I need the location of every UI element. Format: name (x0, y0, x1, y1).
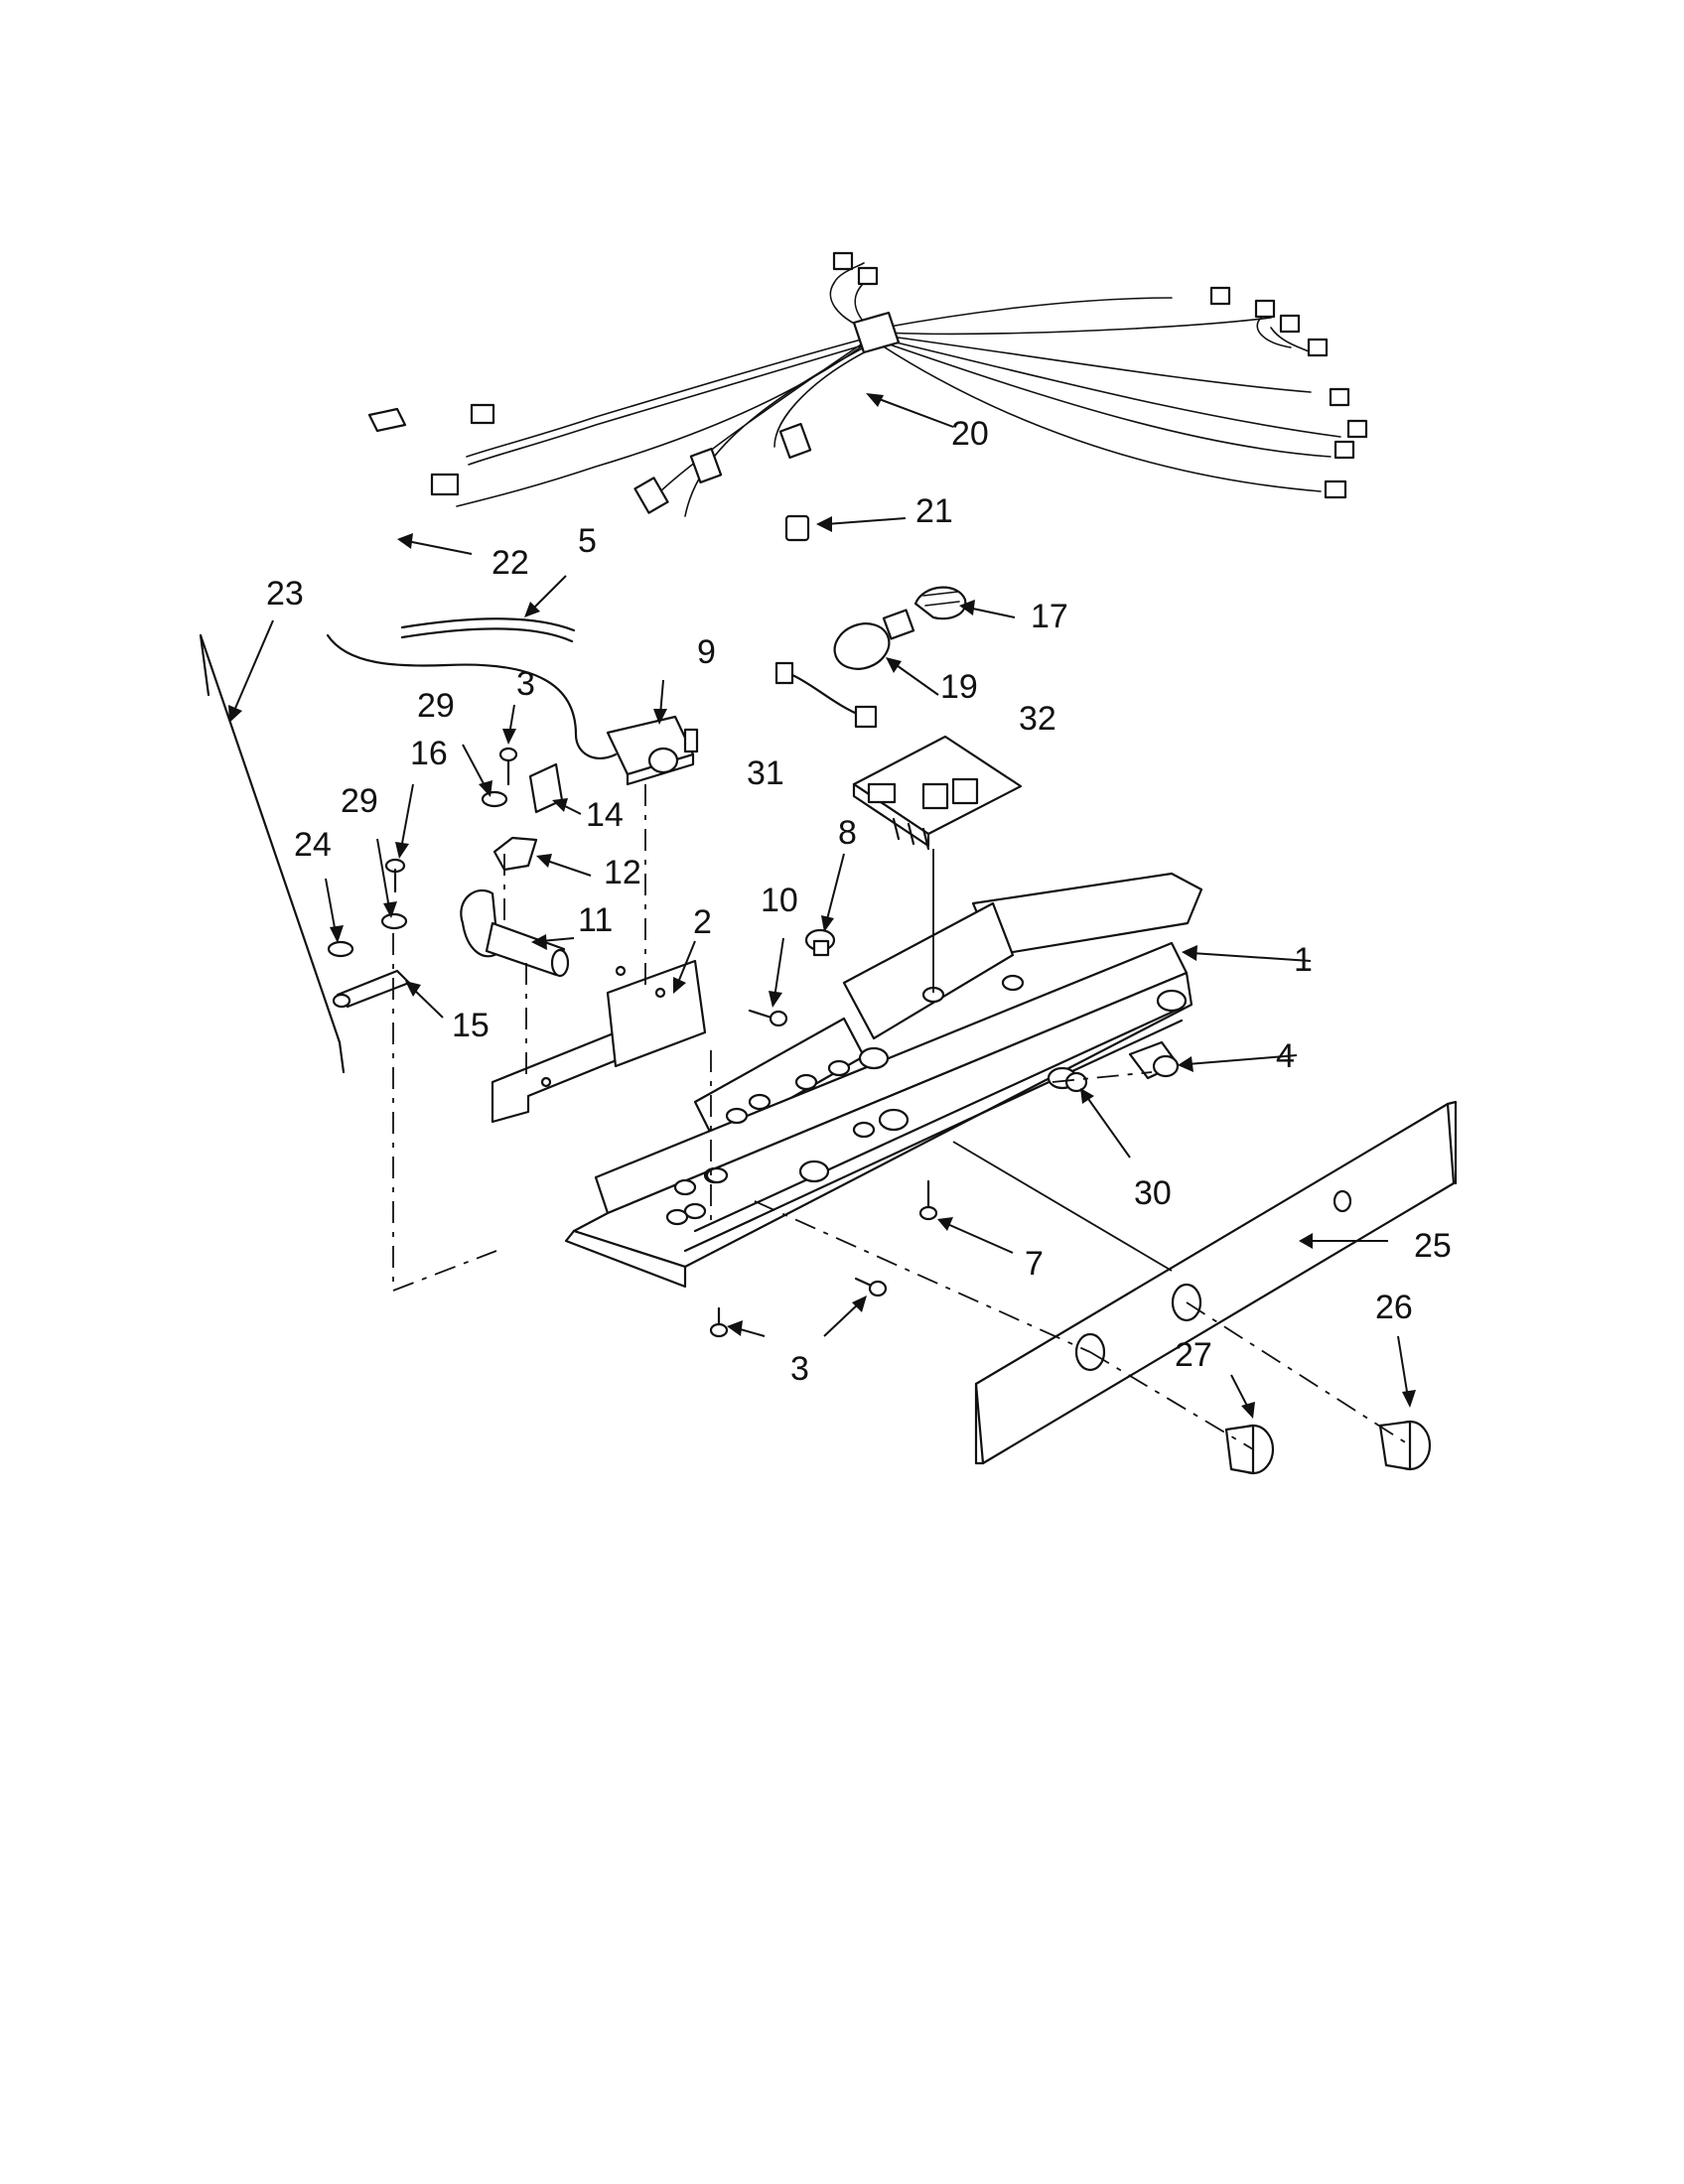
wire-harness (430, 251, 1368, 517)
callout-arrows (228, 393, 1416, 1419)
callout-31: 31 (747, 754, 784, 792)
callout-11: 11 (578, 901, 613, 939)
part-2-bracket (491, 959, 707, 1124)
callout-19: 19 (940, 668, 978, 706)
part-3-screw-top (498, 747, 518, 786)
callout-29b: 29 (341, 782, 378, 820)
part-19-bulb (833, 609, 915, 670)
part-10-screw (748, 1009, 788, 1027)
callout-10: 10 (761, 882, 798, 919)
assembly-lines (392, 784, 1411, 1450)
callout-3b: 3 (790, 1350, 809, 1388)
part-4-switch (1128, 1040, 1180, 1080)
part-1-control-housing (564, 872, 1203, 1289)
callout-8: 8 (838, 814, 857, 852)
callout-4: 4 (1276, 1037, 1295, 1075)
part-31-wire-lead (774, 661, 878, 729)
callout-7: 7 (1025, 1245, 1044, 1283)
callout-23: 23 (266, 575, 304, 613)
callout-26: 26 (1375, 1289, 1413, 1326)
part-24-washer (327, 940, 354, 958)
part-26-knob (1378, 1420, 1432, 1471)
callout-25: 25 (1414, 1227, 1452, 1265)
part-15-arm (332, 969, 411, 1009)
callout-20: 20 (951, 415, 989, 453)
callout-22: 22 (491, 544, 529, 582)
part-29-washer-a (481, 790, 508, 808)
part-25-front-panel (974, 1100, 1458, 1465)
part-21-clip (784, 514, 810, 542)
part-9-thermostat (326, 633, 699, 786)
callout-21: 21 (915, 492, 953, 530)
part-30-button (1064, 1071, 1088, 1093)
callout-9: 9 (697, 633, 716, 671)
part-11-control-knob-shaft (460, 888, 570, 978)
callout-27: 27 (1175, 1336, 1212, 1374)
callout-16: 16 (410, 735, 448, 772)
callout-15: 15 (452, 1007, 490, 1044)
callout-1: 1 (1294, 941, 1313, 979)
callout-3a: 3 (516, 665, 535, 703)
part-32-control-board (852, 735, 1023, 851)
part-7-screw (918, 1179, 938, 1221)
part-8-grommet (804, 928, 836, 957)
callout-29a: 29 (417, 687, 455, 725)
part-16-screw (384, 858, 406, 893)
part-27-knob (1224, 1424, 1275, 1475)
callout-5: 5 (578, 522, 597, 560)
callout-12: 12 (604, 854, 641, 891)
part-29-washer-b (380, 912, 408, 930)
part-5-tube (400, 617, 576, 643)
part-12-clamp (492, 836, 538, 872)
part-3-screw-lower-right (854, 1277, 888, 1297)
callout-2: 2 (693, 903, 712, 941)
callout-17: 17 (1031, 598, 1068, 635)
callout-24: 24 (294, 826, 332, 864)
part-3-screw-lower-left (709, 1306, 729, 1338)
callout-32: 32 (1019, 700, 1056, 738)
callout-30: 30 (1134, 1174, 1172, 1212)
part-17-socket (913, 586, 967, 620)
callout-labels: 1 2 3 3 4 5 7 8 9 10 11 12 14 15 16 17 1… (266, 415, 1452, 1388)
part-23-rod (199, 633, 346, 1074)
callout-14: 14 (586, 796, 624, 834)
part-22-clip (367, 407, 407, 433)
